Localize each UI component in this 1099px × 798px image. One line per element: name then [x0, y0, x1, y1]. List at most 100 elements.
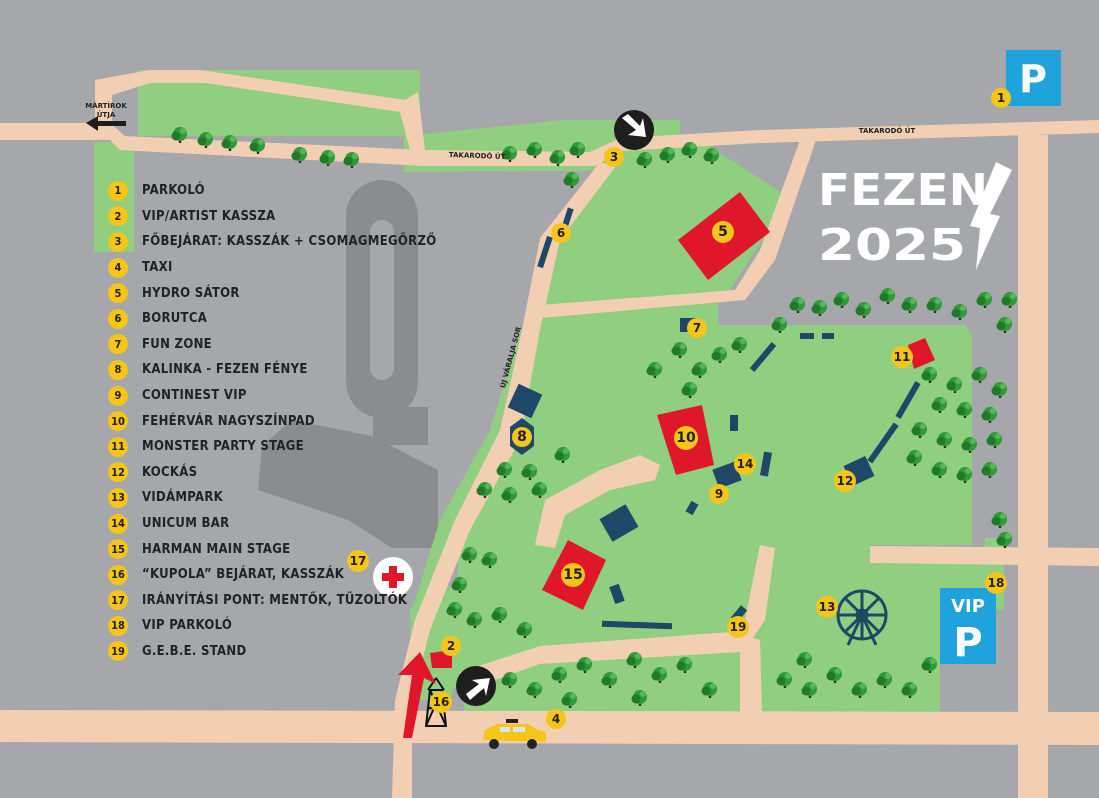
- taxi-icon: [483, 719, 546, 749]
- legend-number: 1: [108, 180, 128, 201]
- legend-number: 6: [108, 308, 128, 329]
- legend-item: 19 G.E.B.E. STAND: [108, 639, 408, 665]
- road-north-diagonal: [540, 140, 816, 318]
- legend-label: VIP/ARTIST KASSZA: [142, 208, 276, 224]
- marker-19: 19: [730, 620, 747, 634]
- legend-label: IRÁNYÍTÁSI PONT: MENTŐK, TŰZOLTÓK: [142, 592, 408, 608]
- legend-number: 4: [108, 257, 128, 278]
- building-small: [373, 407, 428, 445]
- legend-item: 3 FŐBEJÁRAT: KASSZÁK + CSOMAGMEGŐRZŐ: [108, 229, 436, 255]
- grass-north-west: [138, 70, 420, 136]
- marker-5-bg: [712, 221, 734, 243]
- legend-number: 5: [108, 283, 128, 304]
- legend-number: 10: [108, 411, 128, 432]
- legend-number: 19: [108, 641, 128, 662]
- legend-item: 1 PARKOLÓ: [108, 178, 408, 204]
- legend-number: 12: [108, 462, 128, 483]
- legend-label: VIDÁMPARK: [142, 490, 224, 506]
- legend-label: BORUTCA: [142, 311, 208, 327]
- legend-label: FEHÉRVÁR NAGYSZÍNPAD: [142, 413, 315, 429]
- vip-parking-sign: [940, 588, 996, 664]
- marker-8-bg: [512, 427, 532, 447]
- marker-17: 17: [350, 554, 367, 568]
- legend-number: 16: [108, 564, 128, 585]
- marker-13: 13: [819, 600, 836, 614]
- path-central: [535, 455, 660, 548]
- parking-sign: [1006, 50, 1061, 106]
- legend-number: 13: [108, 487, 128, 508]
- ferris-wheel-icon: [836, 589, 888, 646]
- legend-label: KOCKÁS: [142, 464, 198, 480]
- legend-item: 2 VIP/ARTIST KASSZA: [108, 204, 408, 230]
- legend-item: 10 FEHÉRVÁR NAGYSZÍNPAD: [108, 408, 408, 434]
- marker-10-bg: [674, 426, 698, 450]
- legend-item: 17 IRÁNYÍTÁSI PONT: MENTŐK, TŰZOLTÓK: [108, 588, 408, 614]
- marker-10-label: 10: [676, 430, 696, 446]
- marker-4: 4: [552, 712, 560, 726]
- road-diagonal-south: [730, 545, 775, 650]
- legend-number: 3: [108, 231, 128, 252]
- legend-item: 14 UNICUM BAR: [108, 511, 408, 537]
- marker-3: 3: [610, 150, 618, 164]
- legend-number: 18: [108, 615, 128, 636]
- legend-label: HARMAN MAIN STAGE: [142, 541, 291, 557]
- medical-cross-icon: [373, 557, 413, 597]
- legend: 1 PARKOLÓ 2 VIP/ARTIST KASSZA 3 FŐBEJÁRAT: …: [108, 178, 436, 665]
- legend-label: FŐBEJÁRAT: KASSZÁK + CSOMAGMEGŐRZŐ: [142, 234, 437, 250]
- road-label-takarodo-left: TAKARODÓ ÚT: [449, 150, 506, 161]
- legend-number: 2: [108, 206, 128, 227]
- road-takarodo: [0, 120, 1099, 166]
- road-label-martirok-1: MÁRTÍROK: [85, 101, 127, 110]
- legend-item: 11 MONSTER PARTY STAGE: [108, 434, 408, 460]
- marker-15-bg: [561, 563, 585, 587]
- marker-11: 11: [894, 350, 911, 364]
- grass-stage-south: [466, 530, 560, 610]
- legend-label: G.E.B.E. STAND: [142, 643, 247, 659]
- road-label-martirok-2: ÚTJA: [97, 110, 116, 119]
- legend-item: 18 VIP PARKOLÓ: [108, 613, 408, 639]
- building-large: [258, 420, 438, 548]
- legend-label: TAXI: [142, 260, 173, 276]
- legend-item: 13 VIDÁMPARK: [108, 485, 408, 511]
- kupola-entrance-arrow-icon: [456, 666, 496, 706]
- legend-label: HYDRO SÁTOR: [142, 285, 240, 301]
- legend-number: 7: [108, 334, 128, 355]
- legend-number: 11: [108, 436, 128, 457]
- legend-label: MONSTER PARTY STAGE: [142, 439, 304, 455]
- fezen-logo: FEZEN 2025: [818, 162, 1012, 271]
- legend-item: 12 KOCKÁS: [108, 460, 408, 486]
- legend-label: KALINKA - FEZEN FÉNYE: [142, 362, 308, 378]
- legend-label: CONTINEST VIP: [142, 388, 247, 404]
- legend-number: 15: [108, 539, 128, 560]
- marker-14: 14: [737, 457, 754, 471]
- legend-label: UNICUM BAR: [142, 516, 230, 532]
- marker-16: 16: [433, 695, 450, 709]
- lightning-icon: [970, 162, 1012, 270]
- legend-label: “KUPOLA” BEJÁRAT, KASSZÁK: [142, 567, 345, 583]
- marker-9: 9: [715, 487, 723, 501]
- legend-label: PARKOLÓ: [142, 183, 205, 199]
- vip-parking-label: VIP: [951, 596, 985, 617]
- legend-label: VIP PARKOLÓ: [142, 618, 233, 634]
- stage-monster-party: [908, 338, 935, 369]
- road-east-branch: [870, 546, 1099, 566]
- martirok-arrow-icon: [86, 116, 126, 131]
- marker-5-label: 5: [718, 224, 728, 240]
- road-south-inner: [460, 632, 762, 712]
- legend-item: 5 HYDRO SÁTOR: [108, 280, 408, 306]
- stadium-field: [370, 220, 394, 380]
- legend-item: 15 HARMAN MAIN STAGE: [108, 536, 408, 562]
- legend-number: 17: [108, 590, 128, 611]
- marker-7: 7: [693, 321, 701, 335]
- vip-parking-letter: P: [953, 620, 982, 666]
- main-entrance-arrow-icon: [614, 110, 654, 150]
- marker-12: 12: [837, 474, 854, 488]
- logo-line1: FEZEN: [818, 165, 988, 216]
- legend-number: 14: [108, 513, 128, 534]
- legend-item: 4 TAXI: [108, 255, 408, 281]
- marker-6: 6: [557, 226, 565, 240]
